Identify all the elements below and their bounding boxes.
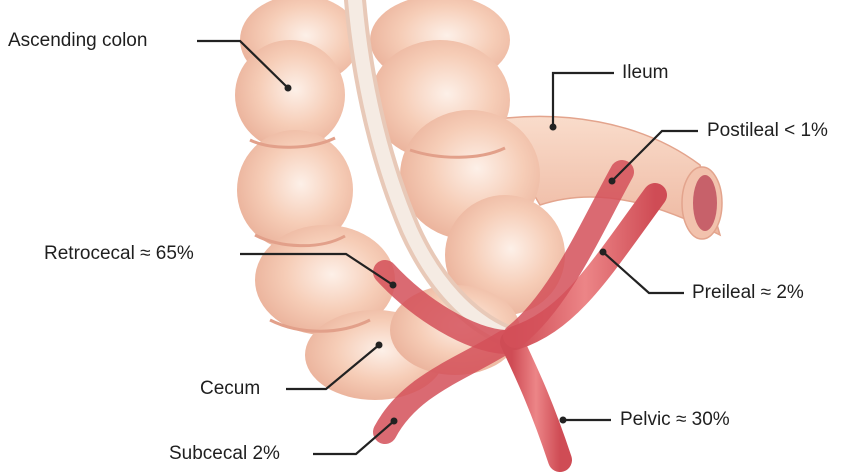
label-retrocecal: Retrocecal ≈ 65%	[44, 243, 194, 265]
label-subcecal: Subcecal 2%	[169, 443, 280, 465]
label-pelvic: Pelvic ≈ 30%	[620, 409, 730, 431]
label-cecum: Cecum	[200, 378, 260, 400]
label-preileal: Preileal ≈ 2%	[692, 282, 804, 304]
label-ileum: Ileum	[622, 62, 668, 84]
label-ascending-colon: Ascending colon	[8, 30, 147, 52]
label-postileal: Postileal < 1%	[707, 120, 828, 142]
